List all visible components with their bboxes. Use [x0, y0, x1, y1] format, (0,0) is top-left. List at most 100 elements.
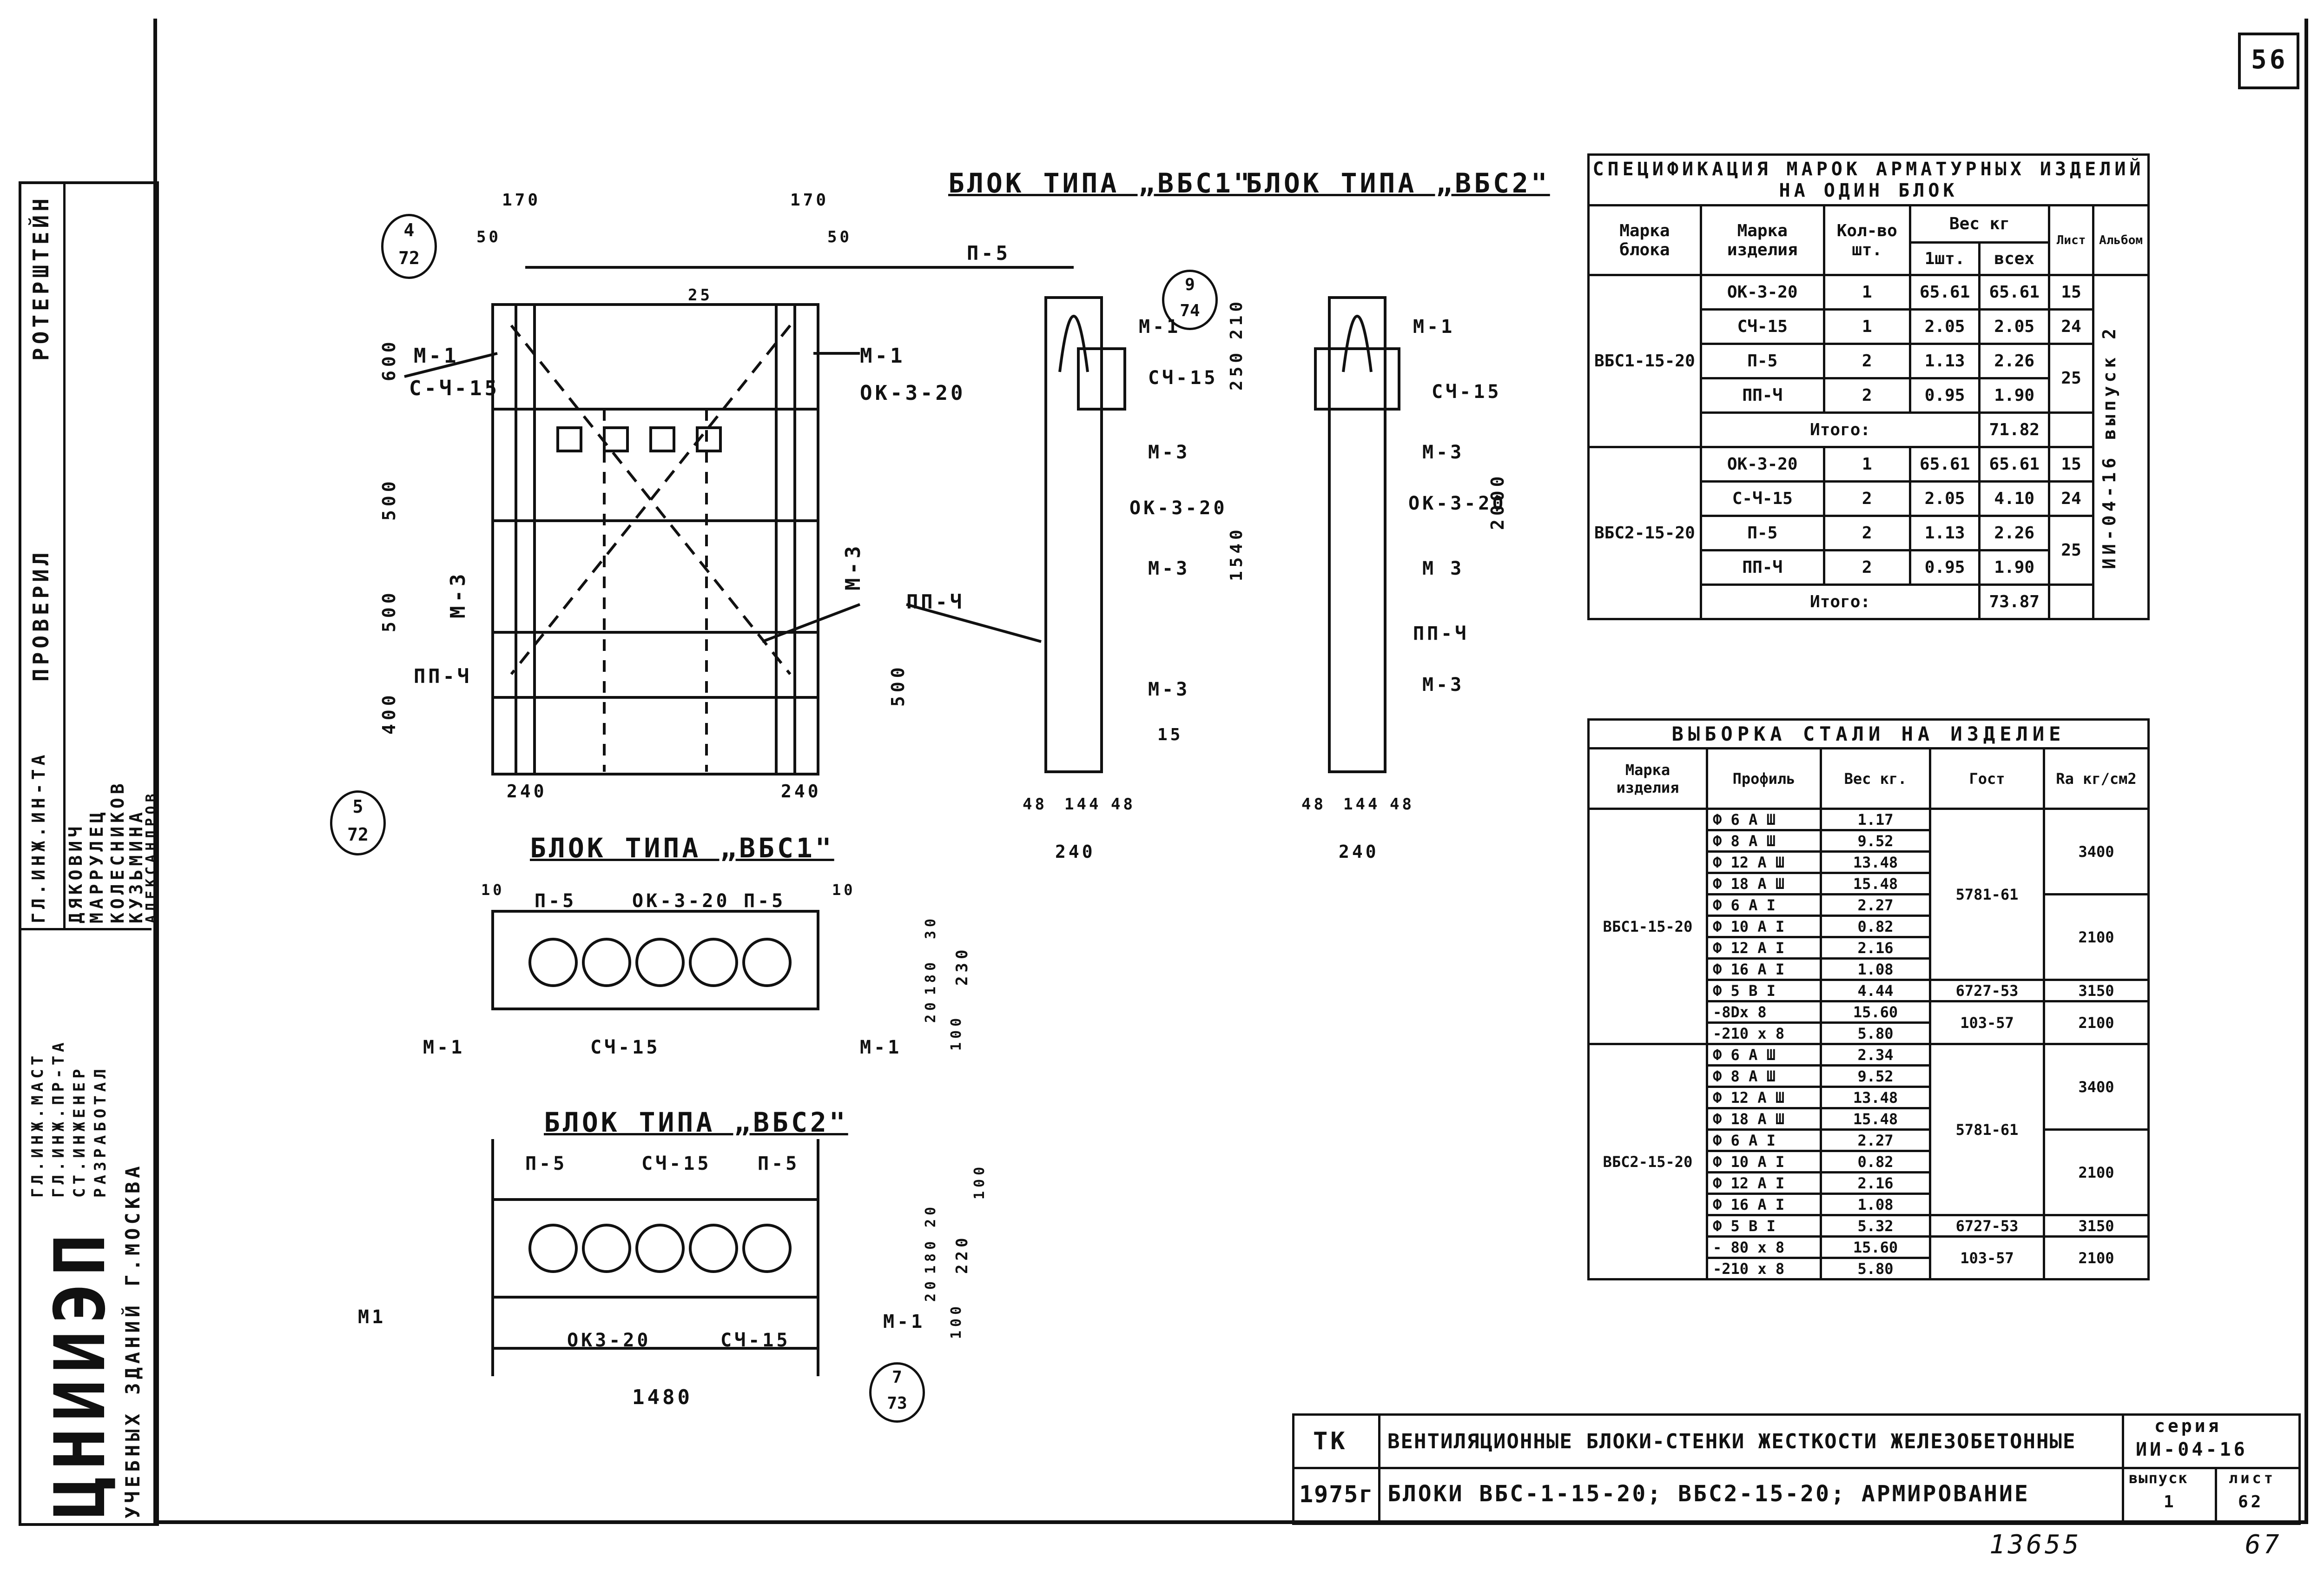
spec-cell: 15 [2048, 274, 2095, 311]
dim-400: 400 [379, 691, 399, 735]
steel-table: Марка изделия Профиль Вес кг. Гост Ra кг… [1587, 747, 2150, 1280]
dim-240-right: 240 [781, 781, 821, 802]
plan1-dim-230: 230 [953, 946, 971, 986]
spec-block-2: ВБС2-15-20 [1587, 446, 1702, 620]
steel-weight: 5.80 [1820, 1021, 1931, 1045]
spec-cell: СЧ-15 [1699, 308, 1825, 345]
steel-h-mark: Марка изделия [1587, 747, 1708, 810]
steel-ra: 3150 [2043, 1214, 2150, 1238]
spec-h-weight: Вес кг [1908, 204, 2051, 244]
plan2-dim-20b: 20 [923, 1277, 939, 1302]
left-stamp: РОТЕРШТЕЙН ПРОВЕРИЛ ГЛ.ИНЖ.ИН-ТА ДЯКОВИЧ… [19, 181, 159, 1526]
sec2-dim-240: 240 [1339, 842, 1379, 862]
plan2-dim-20a: 20 [923, 1203, 939, 1227]
steel-weight: 1.08 [1820, 957, 1931, 981]
spec-h-sheet: Лист [2048, 204, 2095, 276]
spec-cell: 0.95 [1908, 377, 1981, 414]
sec1-dim-210: 210 [1227, 298, 1246, 339]
steel-block: ВБС2-15-20 [1587, 1043, 1708, 1280]
steel-block: ВБС1-15-20 [1587, 808, 1708, 1045]
spec-title: СПЕЦИФИКАЦИЯ МАРОК АРМАТУРНЫХ ИЗДЕЛИЙ НА… [1587, 153, 2150, 204]
steel-gost: 103-57 [1929, 1000, 2045, 1045]
spec-block-1: ВБС1-15-20 [1587, 274, 1702, 448]
steel-h-weight: Вес кг. [1820, 747, 1931, 810]
spec-cell: 2.26 [1978, 343, 2051, 379]
spec-cell: 25 [2048, 515, 2095, 586]
spec-cell: 1.13 [1908, 515, 1981, 551]
sec1-dim-240: 240 [1055, 842, 1096, 862]
label-pp4-left: ПП-Ч [414, 665, 472, 688]
steel-profile: Ф 10 А I [1706, 1150, 1822, 1173]
steel-gost: 5781-61 [1929, 1043, 2045, 1216]
spec-cell: 4.10 [1978, 480, 2051, 517]
spec-cell: 65.61 [1908, 274, 1981, 311]
title-vbs2-top: БЛОК ТИПА „ВБС2" [1246, 167, 1550, 199]
sec2-label-pp4: ПП-Ч [1413, 623, 1469, 644]
steel-profile: Ф 6 А Ш [1706, 1043, 1822, 1067]
steel-h-profile: Профиль [1706, 747, 1822, 810]
spec-cell: 2 [1822, 343, 1911, 379]
steel-title: ВЫБОРКА СТАЛИ НА ИЗДЕЛИЕ [1587, 718, 2150, 747]
label-p5: П-5 [967, 242, 1010, 265]
sec2-label-m3-c: М-3 [1422, 674, 1465, 696]
sec2-label-m1: М-1 [1413, 316, 1455, 338]
steel-weight: 9.52 [1820, 1064, 1931, 1088]
corner-box: 56 [2238, 33, 2299, 89]
plan1-label-m1-b: М-1 [860, 1037, 902, 1058]
dim-500-inner: 500 [888, 663, 908, 707]
steel-ra: 2100 [2043, 893, 2150, 981]
steel-weight: 13.48 [1820, 1086, 1931, 1109]
steel-profile: -210 х 8 [1706, 1257, 1822, 1280]
plan1-label-m1-a: М-1 [423, 1037, 465, 1058]
steel-profile: Ф 18 А Ш [1706, 1107, 1822, 1131]
spec-cell: 2 [1822, 480, 1911, 517]
steel-profile: Ф 12 А Ш [1706, 850, 1822, 874]
steel-profile: Ф 8 А Ш [1706, 1064, 1822, 1088]
steel-profile: -8Dх 8 [1706, 1000, 1822, 1024]
steel-gost: 6727-53 [1929, 1214, 2045, 1238]
spec-total: 71.82 [1978, 411, 2051, 448]
spec-total-label: Итого: [1699, 411, 1981, 448]
plan1-dim-30: 30 [923, 915, 939, 939]
dim-170-right: 170 [790, 191, 829, 210]
sec2-label-sch15: СЧ-15 [1432, 381, 1502, 403]
plan2-label-m1-a: М1 [358, 1306, 386, 1328]
spec-cell: 0.95 [1908, 549, 1981, 586]
plan1-label-p5-a: П-5 [535, 890, 577, 912]
steel-weight: 15.60 [1820, 1000, 1931, 1024]
spec-cell: 2.05 [1908, 308, 1981, 345]
steel-weight: 2.16 [1820, 936, 1931, 960]
footer-number: 13655 [1989, 1530, 2082, 1560]
steel-weight: 15.48 [1820, 1107, 1931, 1131]
steel-profile: Ф 5 В I [1706, 1214, 1822, 1238]
steel-profile: Ф 6 А I [1706, 1128, 1822, 1152]
spec-cell: 1 [1822, 274, 1911, 311]
steel-weight: 0.82 [1820, 915, 1931, 938]
sec1-label-ok320: ОК-3-20 [1129, 497, 1228, 519]
spec-cell: ПП-Ч [1699, 377, 1825, 414]
tb-sheet: 62 [2238, 1492, 2264, 1511]
title-vbs1-plan: БЛОК ТИПА „ВБС1" [530, 832, 834, 864]
spec-cell [2048, 583, 2095, 620]
steel-weight: 1.17 [1820, 808, 1931, 831]
spec-cell [2048, 411, 2095, 448]
plan2-label-p5-b: П-5 [758, 1153, 800, 1174]
tb-subtitle: БЛОКИ ВБС-1-15-20; ВБС2-15-20; АРМИРОВАН… [1387, 1481, 2030, 1507]
steel-weight: 2.27 [1820, 1128, 1931, 1152]
label-m1-right: М-1 [860, 344, 905, 368]
steel-weight: 0.82 [1820, 1150, 1931, 1173]
steel-ra: 3400 [2043, 1043, 2150, 1131]
spec-total: 73.87 [1978, 583, 2051, 620]
steel-profile: Ф 12 А I [1706, 1171, 1822, 1195]
steel-ra: 2100 [2043, 1000, 2150, 1045]
plan2-dim-180: 180 [923, 1237, 939, 1274]
spec-h-w1: 1шт. [1908, 241, 1981, 276]
spec-cell: 24 [2048, 308, 2095, 345]
sec1-label-sch15: СЧ-15 [1148, 367, 1218, 389]
spec-h-qty: Кол-во шт. [1822, 204, 1911, 276]
spec-cell: 1.90 [1978, 377, 2051, 414]
plan2-dim-100a: 100 [971, 1163, 988, 1200]
plan1-dim-10a: 10 [481, 881, 505, 899]
